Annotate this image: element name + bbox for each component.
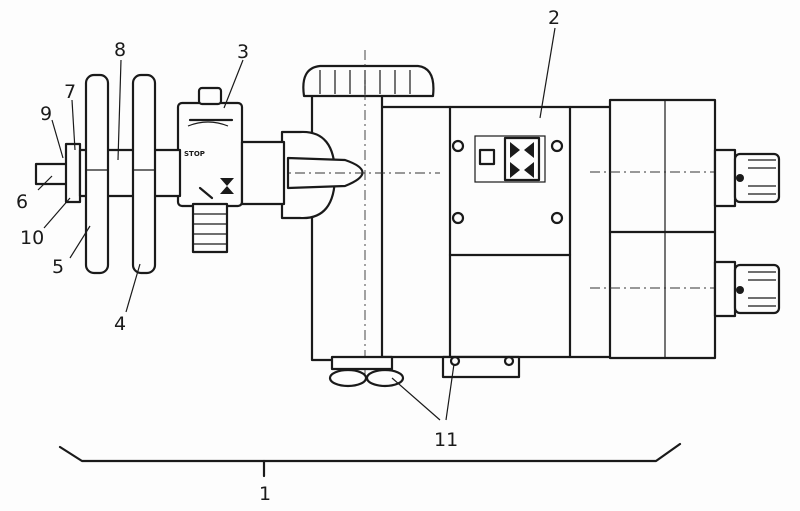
callout-5: 5 — [52, 256, 64, 278]
callout-6: 6 — [16, 191, 28, 213]
leader-lines — [37, 27, 556, 421]
motor-block — [590, 98, 730, 360]
lower-adjust-knob — [713, 260, 781, 318]
callout-4: 4 — [114, 313, 126, 335]
callout-2: 2 — [548, 7, 560, 29]
callout-8: 8 — [114, 39, 126, 61]
plate-screws — [451, 139, 564, 225]
callout-10: 10 — [20, 227, 44, 249]
valve-stop-label: STOP — [184, 150, 205, 158]
callout-7: 7 — [64, 81, 76, 103]
callout-1: 1 — [259, 483, 271, 505]
feet — [328, 355, 521, 388]
disc-right — [131, 73, 157, 275]
callout-3: 3 — [237, 41, 249, 63]
disc-left — [84, 73, 110, 275]
drive-housing — [378, 105, 614, 359]
valve-block — [176, 86, 286, 254]
shaft-assembly — [34, 142, 182, 204]
callout-11: 11 — [434, 429, 458, 451]
upper-adjust-knob — [713, 148, 781, 208]
control-plate — [474, 135, 546, 183]
callout-9: 9 — [40, 103, 52, 125]
base-outline — [58, 442, 682, 478]
